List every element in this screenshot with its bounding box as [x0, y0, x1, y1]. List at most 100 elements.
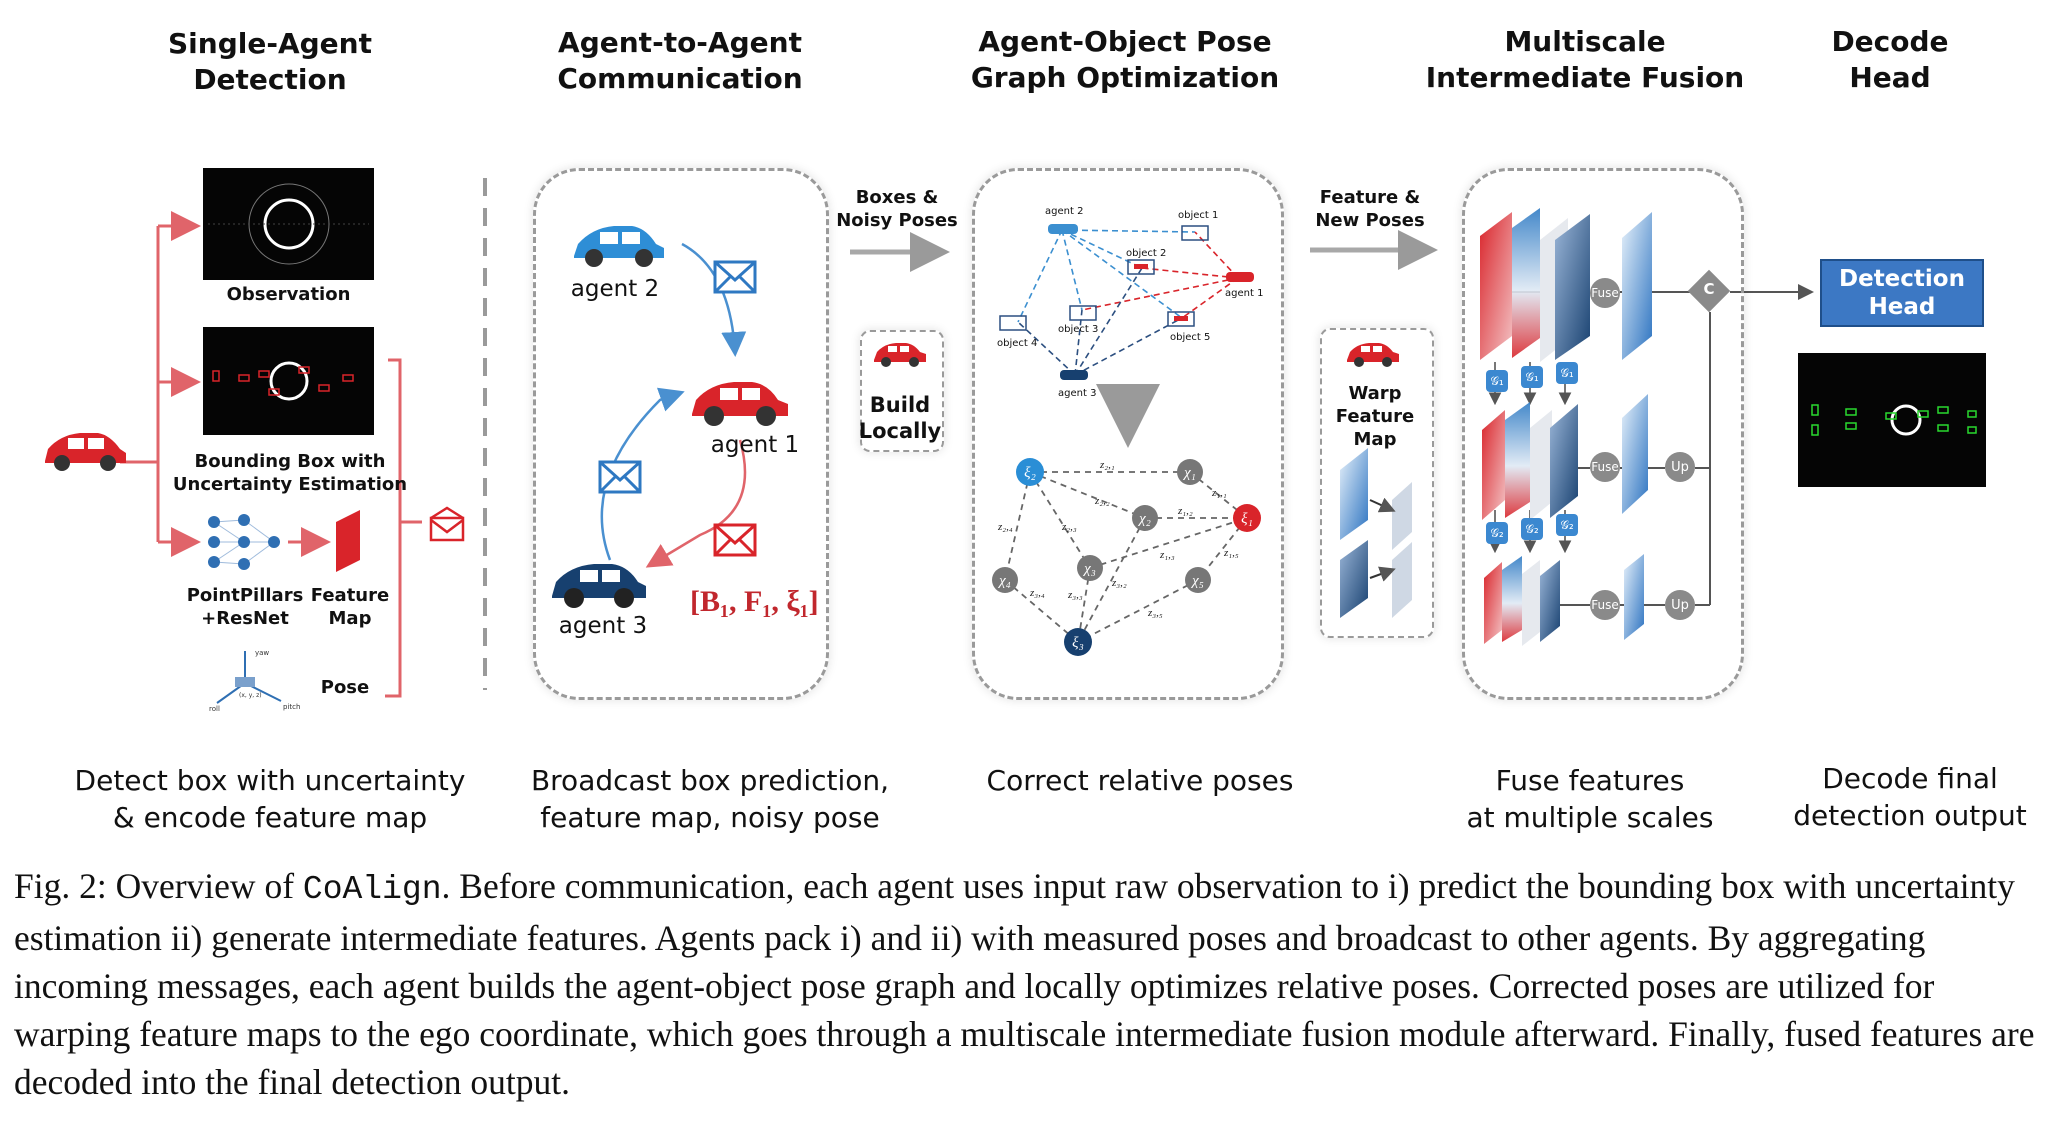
g2-badge-3: 𝒢₂ [1556, 514, 1578, 536]
figure-caption: Fig. 2: Overview of CoAlign. Before comm… [14, 862, 2054, 1106]
stage-desc-single-agent: Detect box with uncertainty & encode fea… [74, 764, 466, 834]
scene-label-agent3: agent 3 [1058, 388, 1097, 399]
stage-title-pose-graph: Agent-Object Pose Graph Optimization [970, 25, 1280, 94]
agent1-label: agent 1 [710, 432, 800, 458]
build-locally-car-icon [874, 343, 926, 367]
pose-axes-icon: yaw roll pitch (x, y, z) [209, 649, 300, 713]
svg-text:χ₂: χ₂ [1137, 511, 1151, 527]
stage-desc-communication: Broadcast box prediction, feature map, n… [530, 764, 890, 834]
up-node-1: Up [1665, 452, 1695, 482]
svg-text:χ₁: χ₁ [1182, 465, 1196, 481]
stage-desc-fusion: Fuse features at multiple scales [1466, 764, 1714, 834]
feature-map-label: Feature Map [310, 585, 390, 629]
svg-text:χ₃: χ₃ [1082, 561, 1096, 577]
caption-method: CoAlign [302, 871, 442, 908]
pose-label: Pose [320, 677, 370, 698]
scene-label-object2: object 2 [1126, 248, 1167, 259]
warp-label: Warp Feature Map [1335, 383, 1415, 450]
detection-head-block: Detection Head [1820, 259, 1984, 327]
warp-feature-icon [1340, 448, 1412, 618]
agent1-car-icon [692, 382, 788, 426]
svg-text:z₂,₁: z₂,₁ [1099, 459, 1115, 471]
fusion-maps-scale1 [1480, 208, 1652, 362]
fusion-maps-scale2 [1482, 394, 1648, 520]
stage-desc-decode: Decode final detection output [1793, 762, 2027, 832]
svg-text:pitch: pitch [283, 703, 300, 711]
g2-badge-1: 𝒢₂ [1486, 522, 1508, 544]
svg-text:z₁,₂: z₁,₂ [1177, 505, 1193, 517]
pointpillars-label: PointPillars +ResNet [186, 585, 304, 629]
scene-label-object4: object 4 [997, 338, 1038, 349]
agent3-car-icon [552, 564, 646, 608]
observation-image [203, 168, 374, 280]
network-icon [208, 514, 280, 570]
svg-text:z₂,₂: z₂,₂ [1094, 495, 1110, 507]
build-locally-box [860, 330, 944, 452]
stage-title-fusion: Multiscale Intermediate Fusion [1425, 25, 1745, 94]
diagram-canvas [120, 178, 1814, 698]
svg-text:roll: roll [209, 705, 220, 713]
svg-text:ξ₃: ξ₃ [1072, 635, 1084, 651]
scene-mini-objects [999, 224, 1254, 380]
fusion-box [1462, 168, 1744, 700]
g1-badge-2: 𝒢₁ [1521, 366, 1543, 388]
svg-text:yaw: yaw [255, 649, 269, 657]
stage-title-decode: Decode Head [1831, 25, 1949, 94]
svg-text:(x, y, z): (x, y, z) [239, 692, 262, 699]
svg-text:z₃,₂: z₃,₂ [1111, 577, 1127, 589]
arrow-label-feature-poses: Feature & New Poses [1315, 187, 1425, 231]
g1-badge-1: 𝒢₁ [1486, 370, 1508, 392]
message-icon-blue-top [713, 260, 757, 294]
pose-graph-nodes: ξ₂ χ₁ χ₂ ξ₁ χ₃ χ₄ χ₅ ξ₃ z₂,₁ z₁,₁ z₂,₂ z… [992, 458, 1261, 656]
warp-car-icon [1347, 343, 1399, 367]
stage-title-single-agent: Single-Agent Detection [168, 27, 372, 96]
arrow-label-boxes-poses: Boxes & Noisy Poses [836, 187, 958, 231]
warp-box [1320, 328, 1434, 638]
agent2-car-icon [574, 226, 664, 267]
message-icon-red [713, 523, 757, 557]
svg-text:z₃,₄: z₃,₄ [1029, 587, 1045, 599]
svg-text:ξ₂: ξ₂ [1024, 465, 1036, 481]
scene-label-agent1: agent 1 [1225, 288, 1264, 299]
up-node-2: Up [1665, 590, 1695, 620]
pose-graph-box [972, 168, 1284, 700]
svg-text:z₁,₁: z₁,₁ [1211, 487, 1227, 499]
svg-text:χ₄: χ₄ [997, 573, 1011, 589]
svg-text:z₁,₅: z₁,₅ [1223, 547, 1239, 559]
bbox-image [203, 327, 374, 435]
message-tuple: [B₁, F₁, ξ₁] [690, 585, 819, 618]
ego-car-icon [45, 433, 126, 471]
scene-label-object5: object 5 [1170, 332, 1211, 343]
concat-label: C [1703, 280, 1715, 298]
caption-prefix: Fig. 2: Overview of [14, 866, 303, 906]
stage-title-communication: Agent-to-Agent Communication [557, 26, 803, 95]
communication-box [533, 168, 829, 700]
fusion-maps-scale3 [1484, 554, 1644, 646]
detection-output-image [1798, 353, 1986, 487]
fuse-node-2: Fuse [1590, 452, 1620, 482]
g2-badge-2: 𝒢₂ [1521, 518, 1543, 540]
svg-text:z₃,₅: z₃,₅ [1147, 607, 1163, 619]
svg-text:z₂,₄: z₂,₄ [997, 521, 1013, 533]
svg-text:z₃,₃: z₃,₃ [1067, 589, 1083, 601]
stage-desc-pose-graph: Correct relative poses [986, 764, 1294, 797]
mail-icon [429, 506, 465, 542]
agent3-label: agent 3 [558, 613, 648, 639]
fuse-node-3: Fuse [1590, 590, 1620, 620]
scene-graph-edges [1017, 229, 1239, 376]
input-bracket [120, 211, 422, 698]
scene-label-agent2: agent 2 [1045, 206, 1084, 217]
caption-body: . Before communication, each agent uses … [14, 866, 2035, 1102]
fuse-node-1: Fuse [1590, 278, 1620, 308]
g1-badge-3: 𝒢₁ [1556, 362, 1578, 384]
scene-label-object1: object 1 [1178, 210, 1219, 221]
agent2-label: agent 2 [570, 276, 660, 302]
svg-text:χ₅: χ₅ [1190, 573, 1204, 589]
svg-text:z₂,₃: z₂,₃ [1061, 521, 1077, 533]
scene-label-object3: object 3 [1058, 324, 1099, 335]
bbox-label: Bounding Box with Uncertainty Estimation [172, 451, 408, 495]
build-locally-label: Build Locally [858, 393, 942, 443]
svg-text:ξ₁: ξ₁ [1241, 511, 1253, 527]
feature-map-icon [336, 510, 360, 572]
observation-label: Observation [226, 284, 351, 305]
